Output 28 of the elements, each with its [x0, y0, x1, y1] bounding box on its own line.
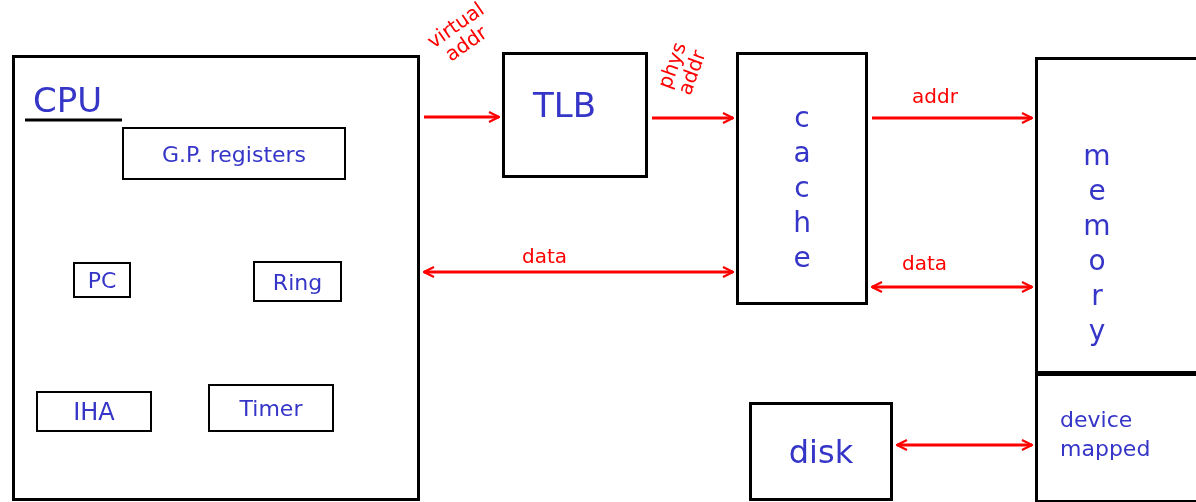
arrow: [895, 438, 1034, 452]
box-label: TLB: [533, 85, 597, 125]
tlb-box: [502, 52, 648, 178]
vertical-label: cache: [792, 100, 812, 275]
memory-region-box: [1035, 373, 1196, 502]
register-box: [253, 261, 342, 302]
register-box: [208, 384, 334, 432]
arrow: [422, 265, 735, 279]
box-label: disk: [787, 432, 855, 471]
vertical-label: memory: [1083, 138, 1111, 348]
cpu-box: [12, 55, 420, 501]
box-label: PC: [86, 267, 118, 293]
arrow: [872, 111, 1034, 125]
box-label: IHA: [72, 397, 116, 426]
arrow: [424, 110, 501, 124]
box-label: Timer: [238, 395, 304, 421]
cache-box: [736, 52, 868, 305]
arrow: [652, 111, 735, 125]
register-box: [36, 391, 152, 432]
register-box: [122, 127, 346, 180]
cpu-heading: CPU: [33, 80, 103, 120]
box-label: G.P. registers: [160, 141, 308, 166]
memory-box: [1035, 57, 1196, 374]
box-label: Ring: [271, 269, 324, 294]
edge-label: phys addr: [651, 37, 712, 101]
register-box: [73, 262, 131, 298]
arrow: [870, 280, 1034, 294]
box-label: device mapped: [1060, 406, 1152, 463]
